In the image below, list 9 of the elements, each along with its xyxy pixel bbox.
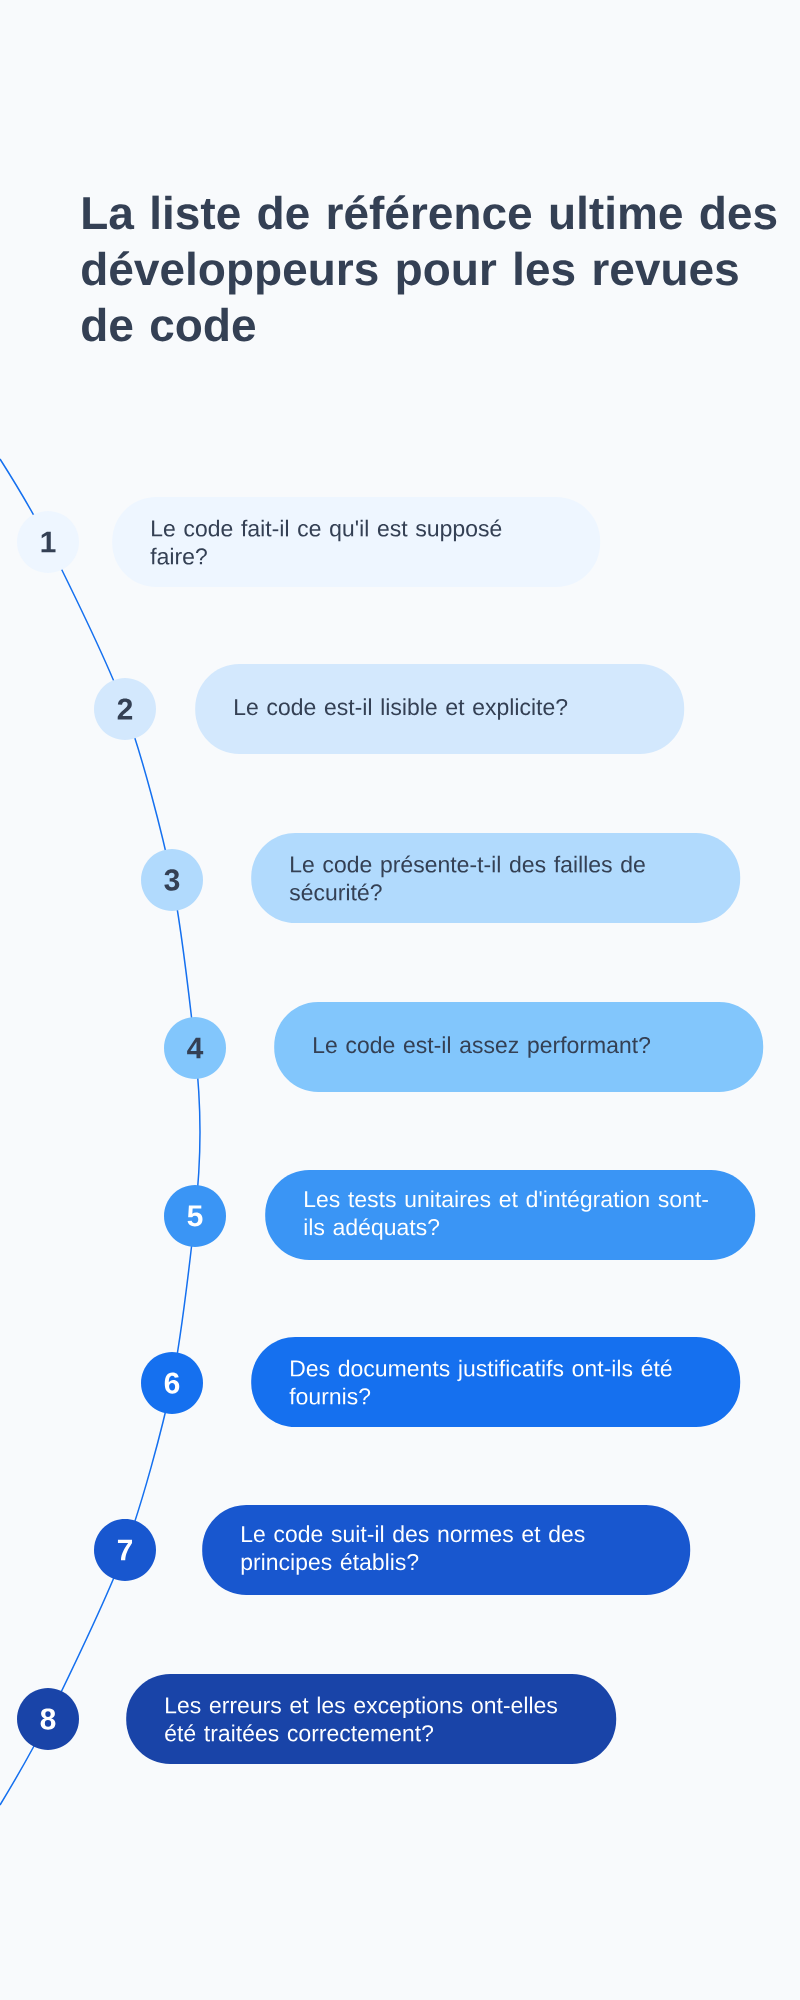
question-pill: Les erreurs et les exceptions ont-elles été traitées correctement?	[126, 1674, 617, 1764]
title: La liste de référence ultime des développeurs pour les revues de code	[82, 195, 777, 342]
question-pill: Le code est-il lisible et explicite?	[195, 664, 685, 754]
question-pill: Le code fait-il ce qu'il est supposé faire?	[112, 497, 601, 587]
question-pill: Les tests unitaires et d'intégration sont-ils adéquats?	[265, 1170, 756, 1260]
question-pill: Le code est-il assez performant?	[274, 1002, 764, 1092]
question-pill: Le code présente-t-il des failles de sécurité?	[251, 833, 741, 923]
question-pill: Le code suit-il des normes et des principes établis?	[202, 1505, 691, 1595]
question-pill: Des documents justificatifs ont-ils été fournis?	[251, 1337, 741, 1427]
